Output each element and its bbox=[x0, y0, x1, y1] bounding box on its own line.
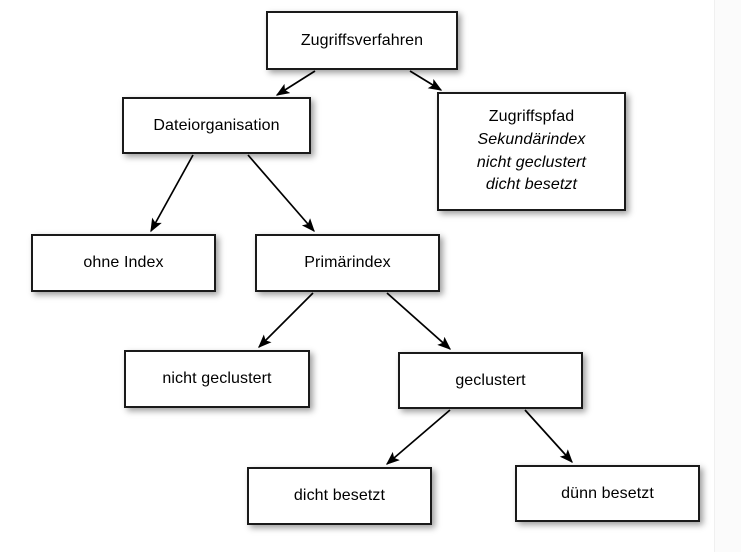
node-dicht-besetzt[interactable]: dicht besetzt bbox=[247, 467, 432, 525]
node-label-line-3: nicht geclustert bbox=[476, 153, 587, 171]
node-label: dünn besetzt bbox=[561, 484, 654, 502]
node-label: nicht geclustert bbox=[162, 370, 272, 388]
node-zugriffspfad[interactable]: Zugriffspfad Sekundärindex nicht geclust… bbox=[437, 92, 626, 211]
node-zugriffsverfahren[interactable]: Zugriffsverfahren bbox=[266, 11, 458, 70]
node-label-line-4: dicht besetzt bbox=[485, 176, 578, 194]
node-geclustert[interactable]: geclustert bbox=[398, 352, 583, 409]
edge-zugriffsverfahren-to-zugriffspfad bbox=[409, 70, 443, 91]
node-label: ohne Index bbox=[83, 254, 164, 272]
node-nicht-geclustert[interactable]: nicht geclustert bbox=[124, 350, 310, 408]
edge-primaerindex-to-geclustert bbox=[386, 292, 452, 350]
edge-dateiorganisation-to-ohne-index bbox=[150, 154, 194, 233]
edge-geclustert-to-dicht-besetzt bbox=[385, 409, 451, 465]
node-label-line-1: Zugriffspfad bbox=[488, 108, 575, 126]
node-label-line-2: Sekundärindex bbox=[477, 130, 586, 148]
node-label: Zugriffsverfahren bbox=[300, 31, 424, 49]
edge-geclustert-to-duenn-besetzt bbox=[524, 409, 573, 464]
edge-zugriffsverfahren-to-dateiorganisation bbox=[275, 70, 316, 96]
node-label: dicht besetzt bbox=[293, 487, 386, 505]
node-label: Dateiorganisation bbox=[153, 116, 280, 134]
node-ohne-index[interactable]: ohne Index bbox=[31, 234, 216, 292]
edge-primaerindex-to-nicht-geclustert bbox=[258, 292, 314, 348]
edge-dateiorganisation-to-primaerindex bbox=[247, 154, 315, 233]
node-primaerindex[interactable]: Primärindex bbox=[255, 234, 440, 292]
page-edge-strip bbox=[714, 0, 741, 552]
node-dateiorganisation[interactable]: Dateiorganisation bbox=[122, 97, 311, 154]
node-duenn-besetzt[interactable]: dünn besetzt bbox=[515, 465, 700, 522]
node-label: geclustert bbox=[455, 371, 526, 389]
node-label: Primärindex bbox=[304, 254, 391, 272]
